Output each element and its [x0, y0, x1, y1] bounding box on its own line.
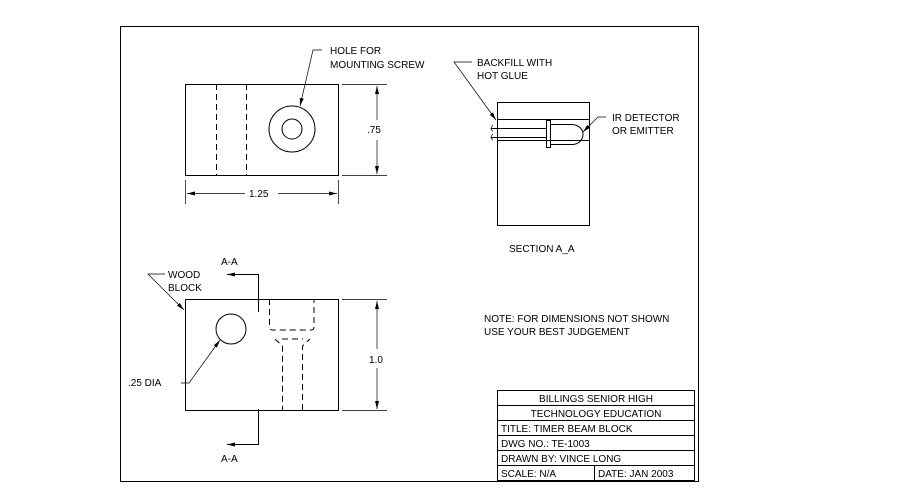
backfill-label-1: BACKFILL WITH [477, 58, 552, 69]
department: TECHNOLOGY EDUCATION [531, 409, 662, 420]
wood-label-2: BLOCK [168, 283, 202, 294]
top-view: HOLE FOR MOUNTING SCREW .75 1.25 [185, 46, 425, 204]
dia-label: .25 DIA [128, 378, 162, 389]
top-width-dim: 1.25 [249, 189, 269, 200]
screw-hole-circle [281, 118, 303, 140]
section-mark-bottom: A-A [221, 454, 238, 465]
front-view-block [185, 299, 339, 411]
scale: SCALE: N/A [501, 469, 556, 480]
ir-label-2: OR EMITTER [612, 126, 674, 137]
school-name: BILLINGS SENIOR HIGH [539, 394, 653, 405]
backfill-label-2: HOT GLUE [477, 71, 528, 82]
screw-hidden [274, 338, 311, 410]
date: DATE: JAN 2003 [598, 469, 674, 480]
section-view: BACKFILL WITH HOT GLUE IR DETECTOR OR EM… [453, 58, 680, 255]
ir-label-1: IR DETECTOR [612, 113, 680, 124]
wood-label-1: WOOD [168, 270, 200, 281]
led-body [550, 124, 584, 145]
front-view: A-A A-A WOOD BLOCK .25 DIA 1.0 [128, 257, 387, 465]
drawing-title: TITLE: TIMER BEAM BLOCK [501, 424, 633, 435]
hole-label-1: HOLE FOR [330, 46, 381, 57]
drawn-by: DRAWN BY: VINCE LONG [501, 454, 621, 465]
section-title: SECTION A_A [509, 244, 575, 255]
front-height-dim: 1.0 [369, 355, 383, 366]
top-height-dim: .75 [367, 125, 381, 136]
drawing-number: DWG NO.: TE-1003 [501, 439, 590, 450]
section-line-top [227, 272, 259, 312]
section-block [497, 102, 590, 226]
section-mark-top: A-A [221, 257, 238, 268]
counterbore-circle [268, 105, 316, 153]
title-block: BILLINGS SENIOR HIGH TECHNOLOGY EDUCATIO… [497, 390, 695, 481]
led-flange [546, 120, 551, 148]
hole-leader [299, 49, 322, 107]
note-line-2: USE YOUR BEST JUDGEMENT [484, 327, 630, 338]
note-line-1: NOTE: FOR DIMENSIONS NOT SHOWN [484, 314, 669, 325]
drawing-border [120, 26, 699, 482]
sensor-hole-circle [215, 313, 247, 345]
top-view-block [185, 84, 339, 176]
counterbore-hidden [269, 299, 315, 331]
section-line-bottom [227, 409, 259, 447]
hole-label-2: MOUNTING SCREW [330, 60, 425, 71]
